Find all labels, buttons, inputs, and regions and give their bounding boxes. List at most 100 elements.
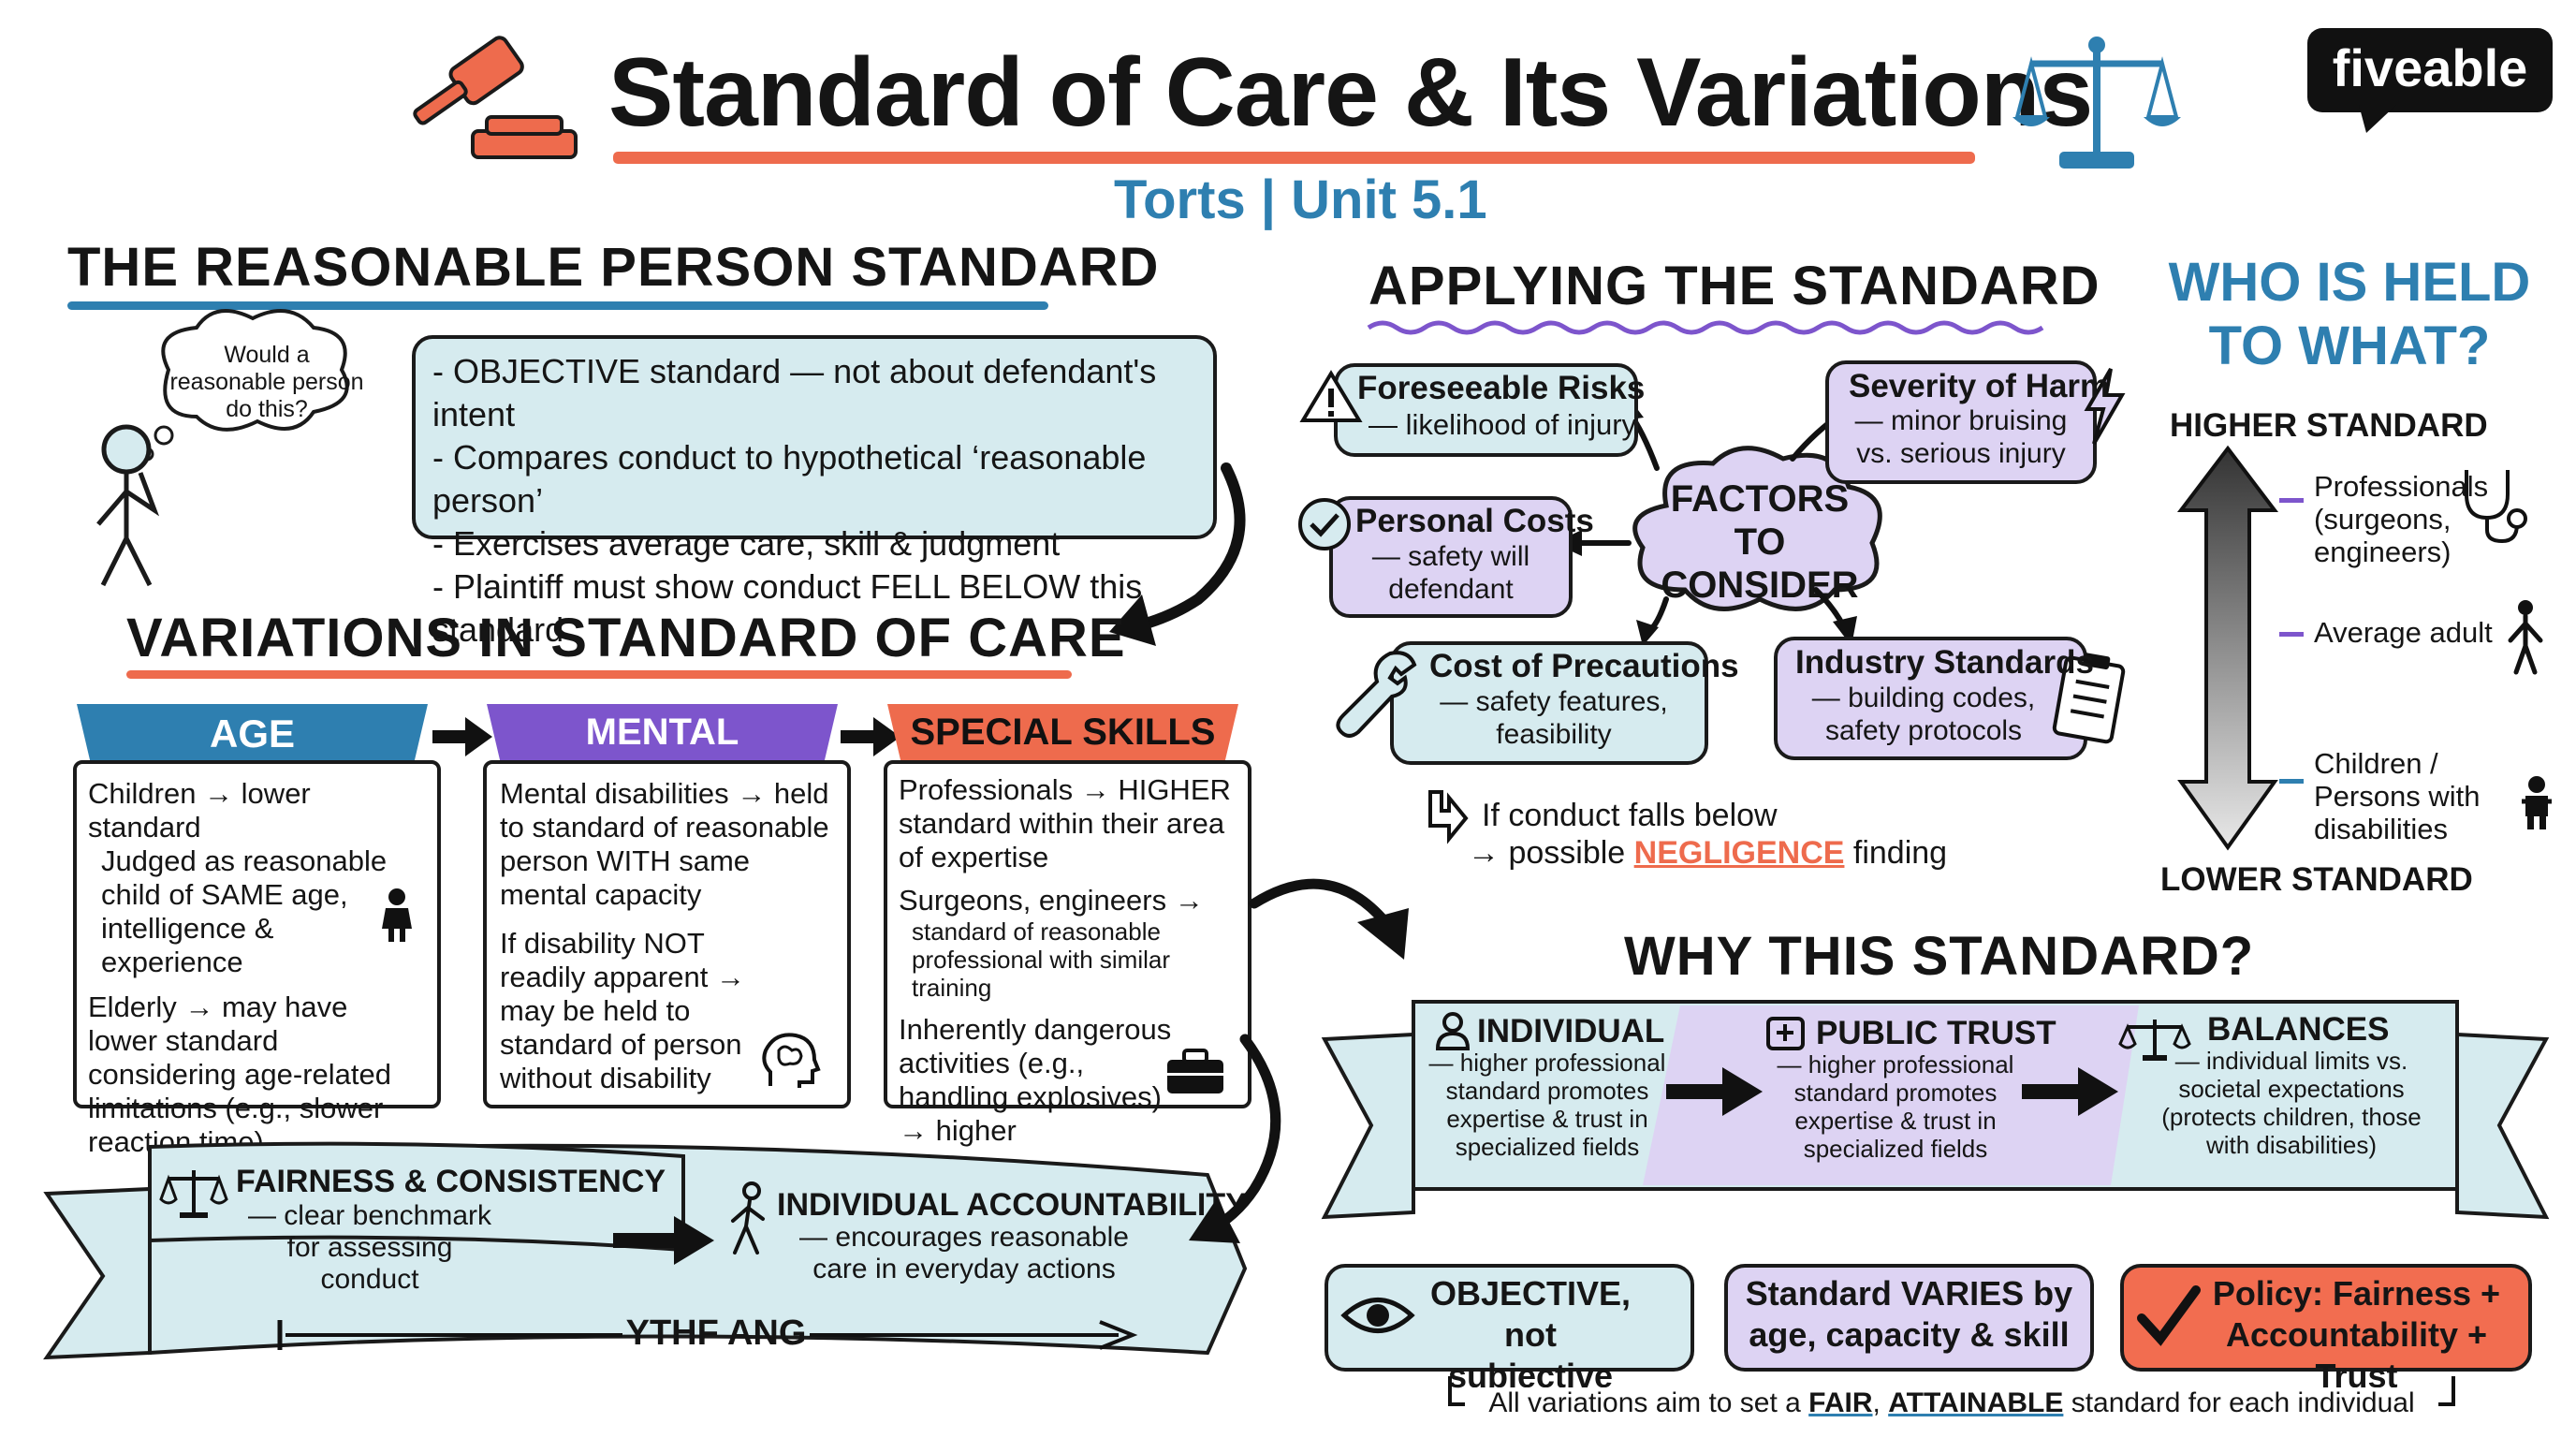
mental-disabilities: Mental disabilities → held to standard o…	[500, 777, 829, 911]
footer-pre: All variations aim to set a	[1488, 1387, 1809, 1418]
policy-card	[2120, 1264, 2532, 1372]
age-label: AGE	[209, 712, 295, 756]
clipboard-icon	[2052, 653, 2126, 744]
footer-attainable: ATTAINABLE	[1888, 1387, 2064, 1418]
individual-title: INDIVIDUAL	[1477, 1013, 1665, 1049]
child-icon	[382, 888, 412, 942]
balances-title: BALANCES	[2207, 1011, 2390, 1048]
negligence-note-2: → possible NEGLIGENCE finding	[1468, 835, 1947, 872]
industry-standards-card	[1774, 637, 2087, 760]
lower-standard-label: LOWER STANDARD	[2160, 861, 2473, 898]
mental-banner	[487, 704, 838, 764]
balances-text: — individual limits vs. societal expecta…	[2161, 1047, 2422, 1159]
fairness-text: — clear benchmark for assessing conduct	[247, 1200, 492, 1295]
thought-line: reasonable person	[169, 369, 364, 395]
who-heading-line-1: WHO IS HELD	[2168, 252, 2531, 313]
skills-card: Professionals → HIGHER standard within t…	[884, 760, 1251, 1147]
who-tick	[2279, 632, 2304, 637]
applying-underline	[1367, 320, 2044, 335]
page-title: Standard of Care & Its Variations	[608, 38, 2093, 147]
timeline-label: YTHF ANG	[625, 1313, 807, 1353]
warning-icon	[1299, 370, 1363, 422]
applying-heading: APPLYING THE STANDARD	[1368, 256, 2100, 316]
accountability-title: INDIVIDUAL ACCOUNTABILITY	[777, 1187, 1247, 1223]
age-banner	[77, 704, 428, 764]
personal-costs-card	[1329, 496, 1573, 618]
varies-text: Standard VARIES by age, capacity & skill	[1745, 1274, 2073, 1354]
definition-bullet: - OBJECTIVE standard — not about defenda…	[432, 352, 1157, 433]
person-icon	[1435, 1012, 1471, 1050]
fairness-title: FAIRNESS & CONSISTENCY	[236, 1164, 666, 1199]
age-elderly: Elderly → may have lower standard consid…	[88, 990, 391, 1158]
curved-arrow-icon	[1189, 1034, 1281, 1243]
trust-text: — higher professional standard promotes …	[1777, 1050, 2014, 1163]
negligence-note-pre: → possible	[1468, 835, 1634, 871]
foreseeable-risks-card	[1334, 363, 1638, 457]
variations-heading: VARIATIONS IN STANDARD OF CARE	[126, 608, 1126, 668]
who-heading-line-2: TO WHAT?	[2208, 315, 2491, 376]
shield-icon	[1766, 1017, 1805, 1050]
cost-title: Cost of Precautions	[1429, 648, 1739, 684]
footer-mid: ,	[1872, 1387, 1889, 1418]
higher-standard-label: HIGHER STANDARD	[2170, 407, 2488, 444]
policy-text: Policy: Fairness + Accountability + Trus…	[2212, 1274, 2501, 1395]
negligence-note-post: finding	[1844, 835, 1948, 871]
arrow-right-icon	[613, 1216, 714, 1265]
why-ribbon	[1321, 1000, 2550, 1220]
foreseeable-title: Foreseeable Risks	[1357, 370, 1646, 406]
walking-person-icon	[731, 1181, 765, 1255]
skills-dangerous: Inherently dangerous activities (e.g., h…	[899, 1013, 1172, 1147]
varies-card	[1724, 1264, 2094, 1372]
who-heading: WHO IS HELD TO WHAT?	[2153, 251, 2546, 378]
mental-card: Mental disabilities → held to standard o…	[483, 760, 851, 1108]
curved-arrow-icon	[1109, 462, 1246, 646]
who-tick	[2279, 498, 2304, 503]
definition-bullet: - Compares conduct to hypothetical ‘reas…	[432, 438, 1147, 520]
negligence-highlight: NEGLIGENCE	[1633, 835, 1845, 871]
wrench-icon	[1336, 651, 1417, 738]
who-tick	[2279, 779, 2304, 784]
eye-icon	[1340, 1298, 1415, 1333]
thinking-person-icon	[96, 309, 349, 587]
arrow-right-icon	[1666, 1067, 1763, 1116]
trust-title: PUBLIC TRUST	[1816, 1015, 2056, 1051]
lightning-icon	[2084, 367, 2126, 445]
severity-card	[1825, 360, 2097, 484]
scales-icon	[159, 1170, 228, 1218]
arrow-right-icon	[432, 717, 492, 756]
cost-text: — safety features, feasibility	[1440, 686, 1668, 750]
foreseeable-text: — likelihood of injury	[1368, 408, 1637, 441]
summary-footer: All variations aim to set a FAIR, ATTAIN…	[1465, 1387, 2438, 1419]
footer-fair: FAIR	[1808, 1387, 1873, 1418]
page-subtitle: Torts | Unit 5.1	[1114, 169, 1487, 230]
thought-bubble-text: Would a reasonable person do this?	[159, 342, 374, 423]
skills-similar-training: standard of reasonable professional with…	[912, 917, 1170, 1002]
stethoscope-icon	[2465, 470, 2527, 544]
age-children: Children → lower standard	[88, 777, 311, 844]
timeline-arrow	[277, 1320, 1138, 1350]
footer-post: standard for each individual	[2063, 1387, 2415, 1418]
mental-not-apparent: If disability NOT readily apparent → may…	[500, 927, 745, 1094]
severity-text: — minor bruising vs. serious injury	[1854, 405, 2068, 469]
accountability-text: — encourages reasonable care in everyday…	[799, 1222, 1129, 1284]
reasonable-definition-box: - OBJECTIVE standard — not about defenda…	[412, 335, 1217, 649]
skills-professionals: Professionals → HIGHER standard within t…	[899, 773, 1231, 873]
arrow-right-icon	[2022, 1067, 2118, 1116]
skills-label: SPECIAL SKILLS	[910, 712, 1216, 753]
negligence-note-1: If conduct falls below	[1482, 798, 1778, 833]
brand-logo-text: fiveable	[2332, 38, 2528, 97]
scales-icon	[2118, 1020, 2191, 1061]
arrow-right-icon	[841, 717, 900, 756]
thought-line: Would a	[224, 342, 310, 368]
skills-banner	[887, 704, 1238, 764]
skills-surgeons: Surgeons, engineers →	[899, 884, 1204, 917]
who-professionals: Professionals (surgeons, engineers)	[2314, 470, 2489, 568]
thought-line: do this?	[226, 396, 308, 422]
title-underline	[613, 152, 1975, 164]
factors-cloud	[1632, 446, 1882, 611]
briefcase-icon	[1167, 1049, 1223, 1093]
personal-text: — safety will defendant	[1371, 541, 1530, 605]
brand-logo	[2307, 28, 2553, 112]
variations-underline	[126, 670, 1072, 679]
gavel-icon	[413, 36, 578, 159]
